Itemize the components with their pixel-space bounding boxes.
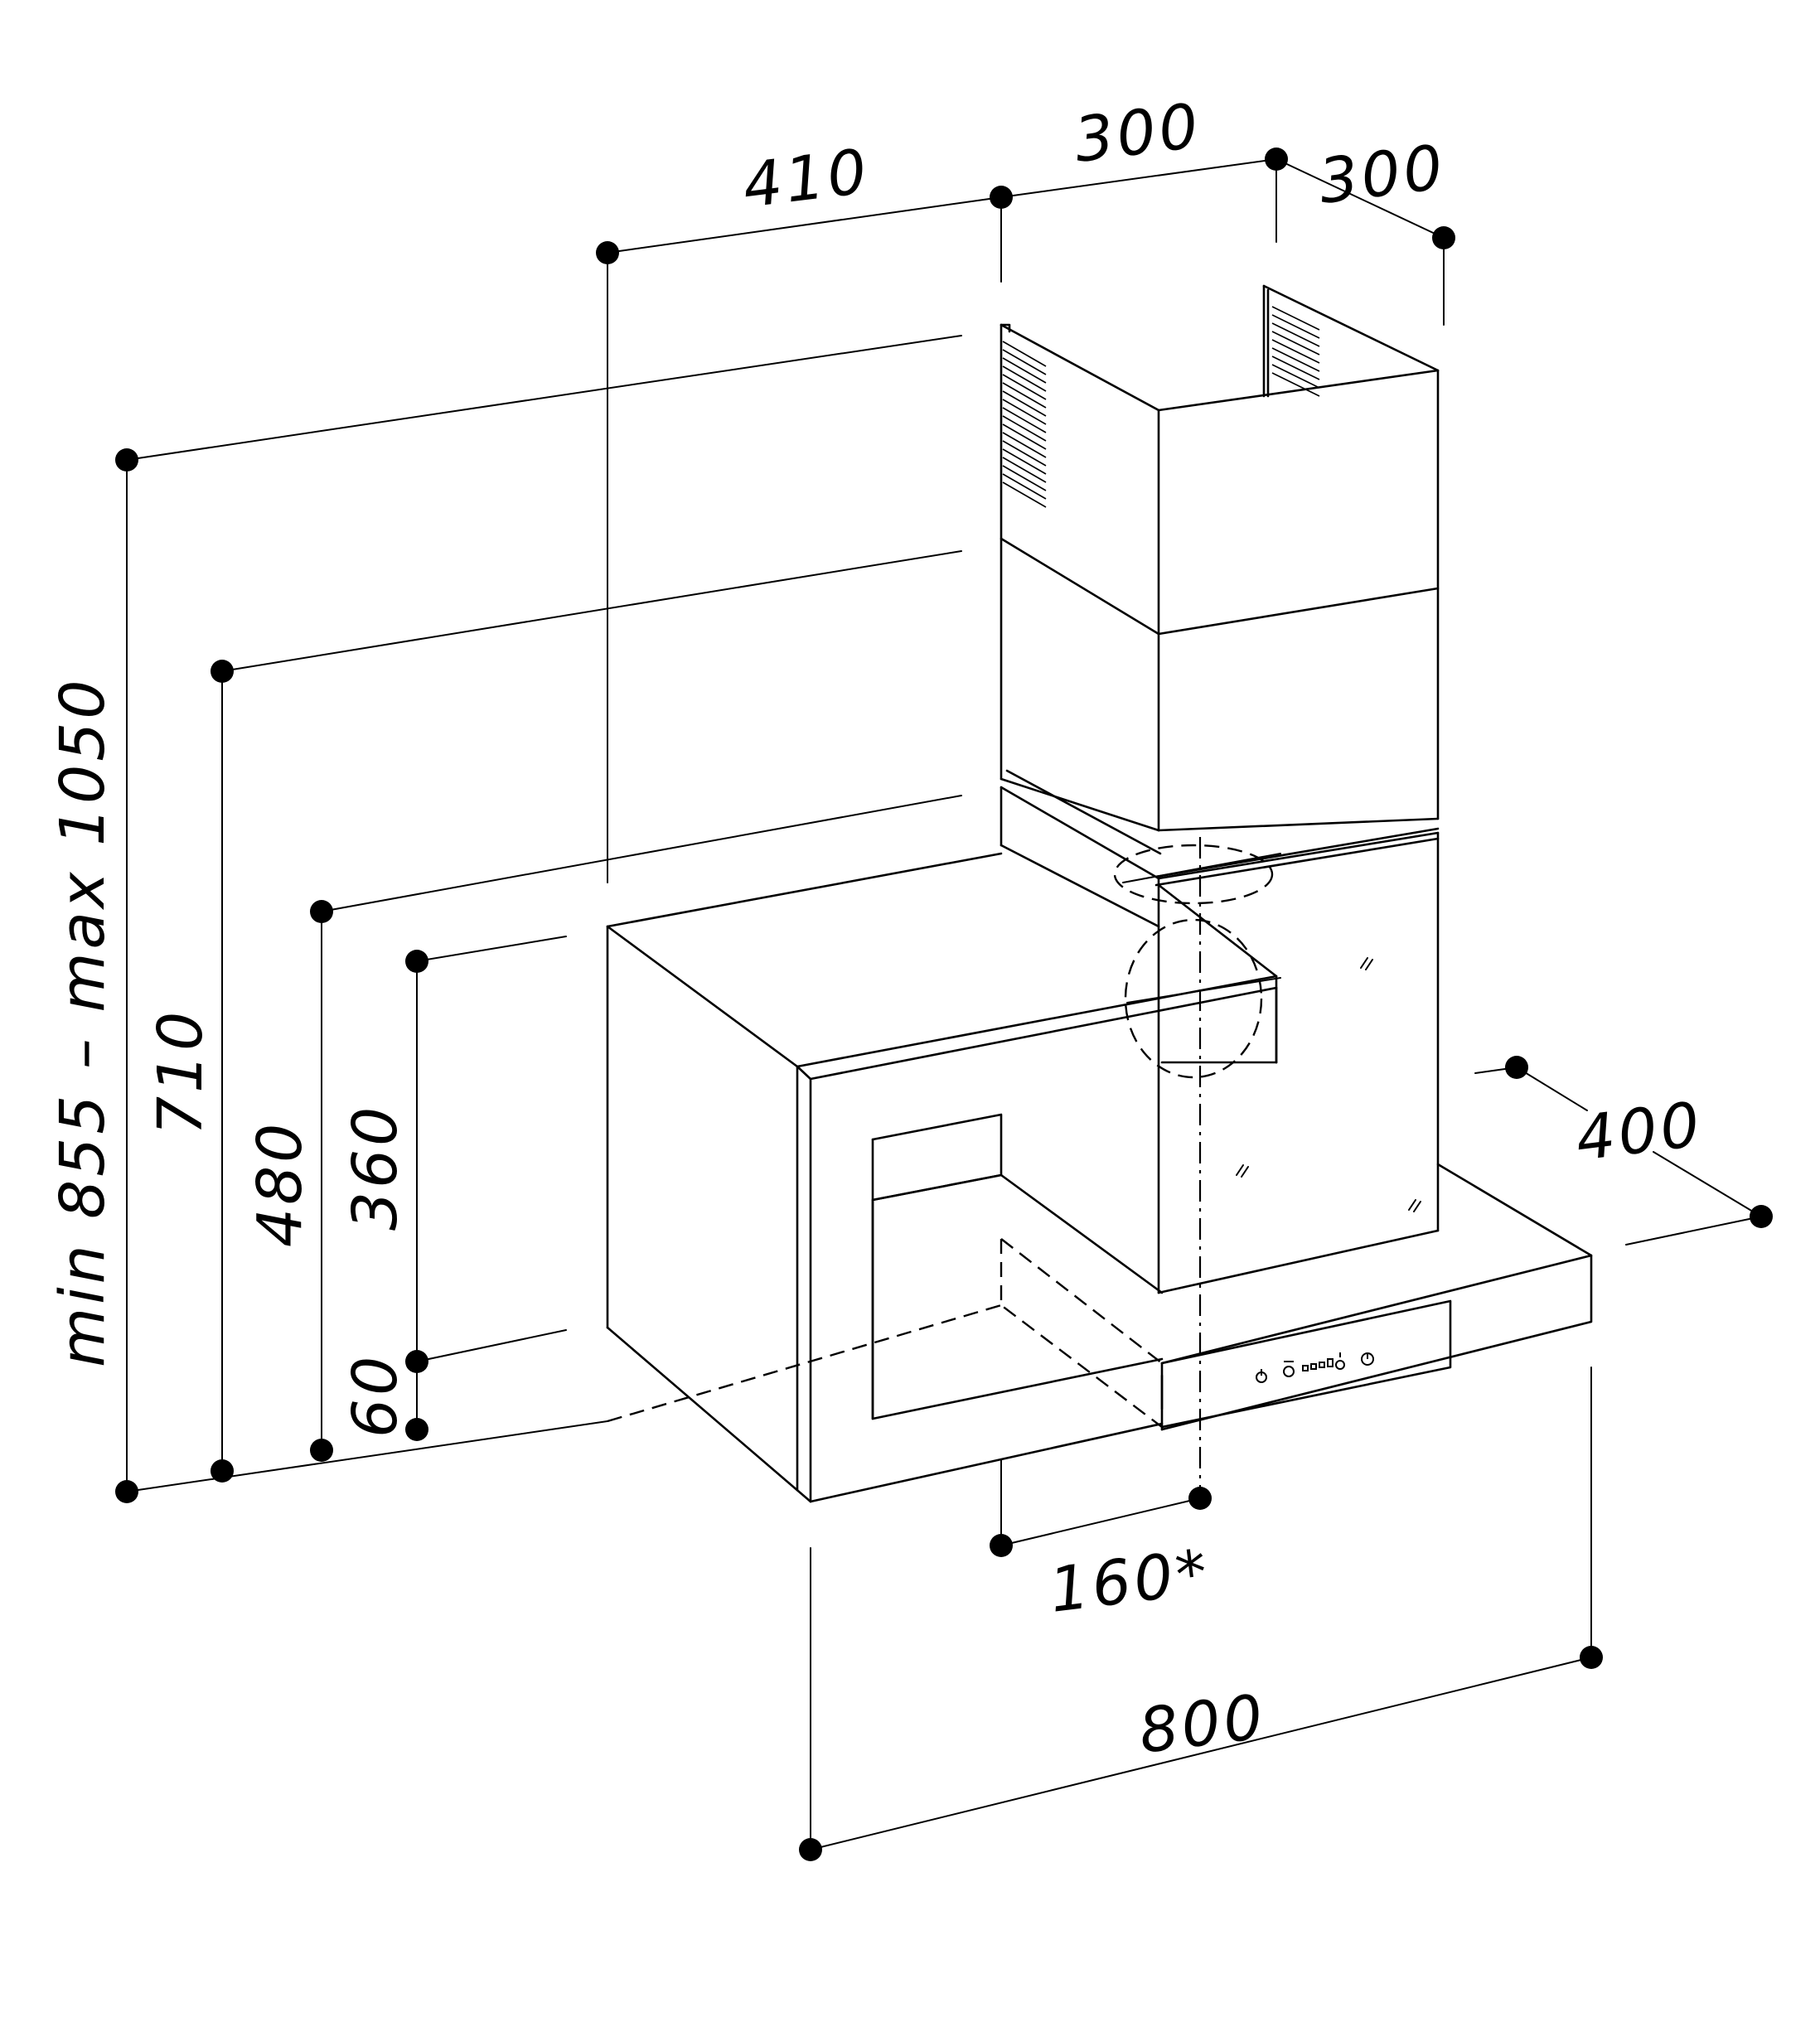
dim-710: 710	[145, 1009, 216, 1135]
boost-icon[interactable]	[1335, 1352, 1345, 1370]
light-icon[interactable]	[1283, 1361, 1295, 1377]
dim-height-range: min 855 – max 1050	[47, 677, 119, 1367]
dim-400: 400	[1572, 1089, 1707, 1175]
power-icon[interactable]	[1256, 1369, 1267, 1383]
dim-chimney-width: 300	[1071, 90, 1206, 177]
dim-360: 360	[340, 1104, 411, 1231]
dim-410: 410	[739, 136, 874, 222]
hood-body	[606, 837, 1593, 1503]
timer-icon[interactable]	[1361, 1352, 1374, 1366]
vent-grille-left	[1002, 341, 1047, 508]
dim-chimney-depth: 300	[1315, 132, 1450, 218]
dimension-points	[115, 148, 1773, 1861]
dim-outlet-offset: 160*	[1046, 1536, 1214, 1627]
control-panel	[1256, 1352, 1374, 1383]
speed-icon[interactable]	[1302, 1358, 1334, 1371]
dimension-lines	[126, 158, 1762, 1850]
dim-60: 60	[340, 1353, 411, 1438]
vent-grille-right	[1271, 306, 1320, 397]
dim-480: 480	[244, 1120, 316, 1247]
chimney	[1000, 284, 1440, 1294]
dim-800: 800	[1135, 1681, 1271, 1768]
